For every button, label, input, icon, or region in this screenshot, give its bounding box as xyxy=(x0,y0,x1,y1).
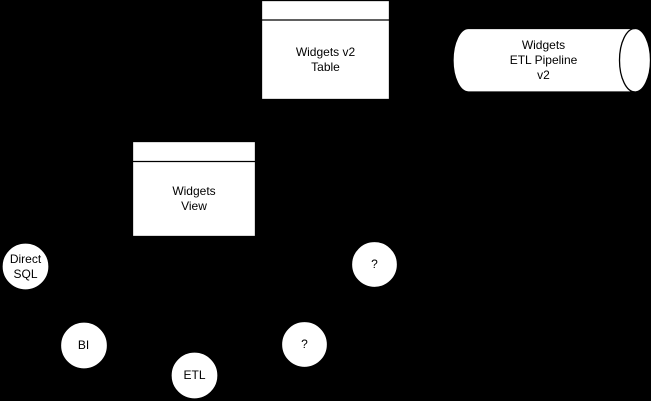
table-shape-widgets-view xyxy=(131,140,257,238)
cylinder-shape-etl-pipeline xyxy=(452,27,651,93)
cylinder-cap-edge xyxy=(618,27,636,93)
circle-shape-bi xyxy=(59,321,109,370)
table-shape-widgets-v2 xyxy=(260,0,391,101)
circle-shape-etl xyxy=(170,351,219,400)
circle-shape-question-lower xyxy=(280,320,329,369)
circle-shape-direct-sql xyxy=(1,242,50,291)
circle-shape-question-upper xyxy=(350,240,399,289)
